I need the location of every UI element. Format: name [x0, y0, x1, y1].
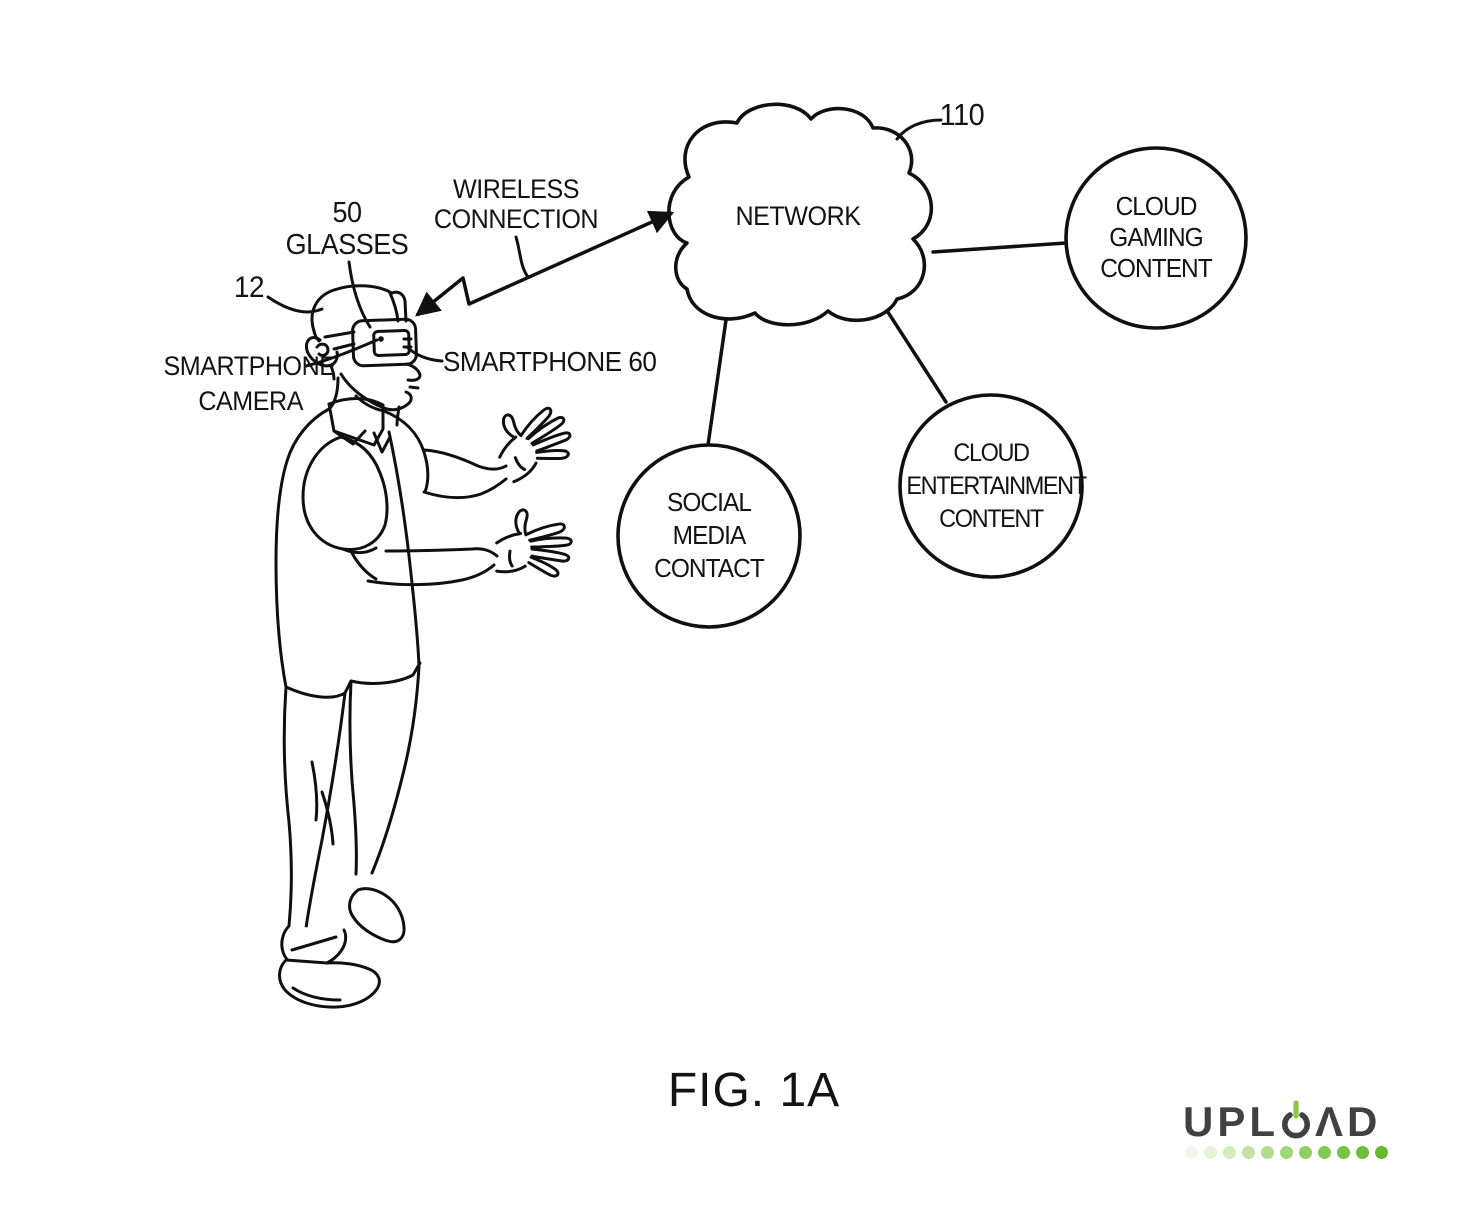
smartphone-camera-line1: SMARTPHONE	[163, 351, 337, 381]
person-upper-hand	[477, 387, 585, 494]
logo-dot	[1299, 1146, 1312, 1159]
logo-dots	[1185, 1146, 1413, 1159]
upload-logo: UPL ΛD	[1183, 1100, 1413, 1159]
node-circle-social-media	[616, 443, 802, 629]
vr-glasses	[323, 317, 418, 368]
wireless-line2: CONNECTION	[433, 204, 599, 234]
label-person-ref: 12	[233, 271, 265, 304]
entertainment-line2: ENTERTAINMENT	[906, 472, 1087, 500]
social-line3: CONTACT	[654, 553, 765, 583]
person-shoes	[278, 887, 406, 1009]
figure-caption: FIG. 1A	[667, 1064, 841, 1117]
person-near-arm	[350, 547, 499, 587]
leader-110	[895, 118, 943, 141]
label-glasses: 50 GLASSES	[273, 197, 422, 261]
logo-dot	[1204, 1146, 1217, 1159]
connector-network-gaming	[931, 241, 1068, 254]
label-network: NETWORK	[735, 201, 861, 231]
leader-lines	[266, 118, 943, 368]
person-figure	[274, 284, 585, 1009]
person-ear	[305, 336, 339, 381]
logo-dot	[1318, 1146, 1331, 1159]
shirt-torso	[274, 407, 430, 699]
gaming-line1: CLOUD	[1115, 191, 1198, 221]
wireless-line1: WIRELESS	[452, 174, 580, 204]
node-label-cloud-entertainment: CLOUD ENTERTAINMENT CONTENT	[906, 437, 1087, 536]
connector-network-entertainment	[882, 304, 948, 404]
social-line2: MEDIA	[672, 520, 747, 550]
smartphone-camera-dot	[378, 336, 384, 342]
node-circle-cloud-entertainment	[898, 393, 1084, 579]
gaming-line3: CONTENT	[1100, 253, 1212, 283]
person-far-arm	[422, 448, 508, 500]
shirt-collar	[327, 397, 392, 454]
wordmark-right: ΛD	[1315, 1098, 1382, 1145]
entertainment-line3: CONTENT	[939, 505, 1044, 533]
label-smartphone-camera: SMARTPHONE CAMERA	[164, 349, 337, 419]
connector-network-social	[706, 318, 728, 447]
label-network-ref: 110	[939, 97, 985, 132]
logo-dot	[1280, 1146, 1293, 1159]
smartphone-camera-line2: CAMERA	[198, 386, 303, 416]
logo-dot	[1261, 1146, 1274, 1159]
leader-smartphone-60	[406, 346, 444, 363]
glasses-ref-number: 50	[332, 197, 362, 229]
entertainment-line1: CLOUD	[953, 439, 1030, 467]
leader-wireless	[514, 235, 530, 279]
social-line1: SOCIAL	[666, 487, 752, 517]
content-node-circles	[616, 146, 1248, 629]
smartphone-in-glasses	[372, 329, 413, 357]
wireless-connection-arrow	[415, 210, 675, 317]
label-wireless-connection: WIRELESS CONNECTION	[423, 174, 609, 234]
logo-dot	[1375, 1146, 1388, 1159]
person-face	[329, 362, 422, 427]
upload-wordmark: UPL ΛD	[1183, 1098, 1413, 1145]
logo-dot	[1337, 1146, 1350, 1159]
wordmark-left: UPL	[1183, 1098, 1279, 1145]
node-circle-cloud-gaming	[1064, 146, 1248, 330]
logo-dot	[1356, 1146, 1369, 1159]
logo-dot	[1242, 1146, 1255, 1159]
person-lower-hand	[487, 502, 578, 586]
leader-glasses	[347, 260, 372, 329]
glasses-label-text: GLASSES	[285, 229, 409, 261]
power-button-icon	[1282, 1100, 1310, 1139]
label-smartphone-60: SMARTPHONE 60	[443, 346, 657, 377]
person-legs	[282, 664, 421, 930]
logo-dot	[1223, 1146, 1236, 1159]
network-cloud	[667, 102, 934, 327]
gaming-line2: GAMING	[1109, 222, 1203, 252]
leader-12	[266, 295, 324, 314]
leader-camera	[304, 338, 379, 368]
logo-dot	[1185, 1146, 1198, 1159]
network-connector-lines	[706, 241, 1068, 447]
person-head	[310, 284, 408, 343]
